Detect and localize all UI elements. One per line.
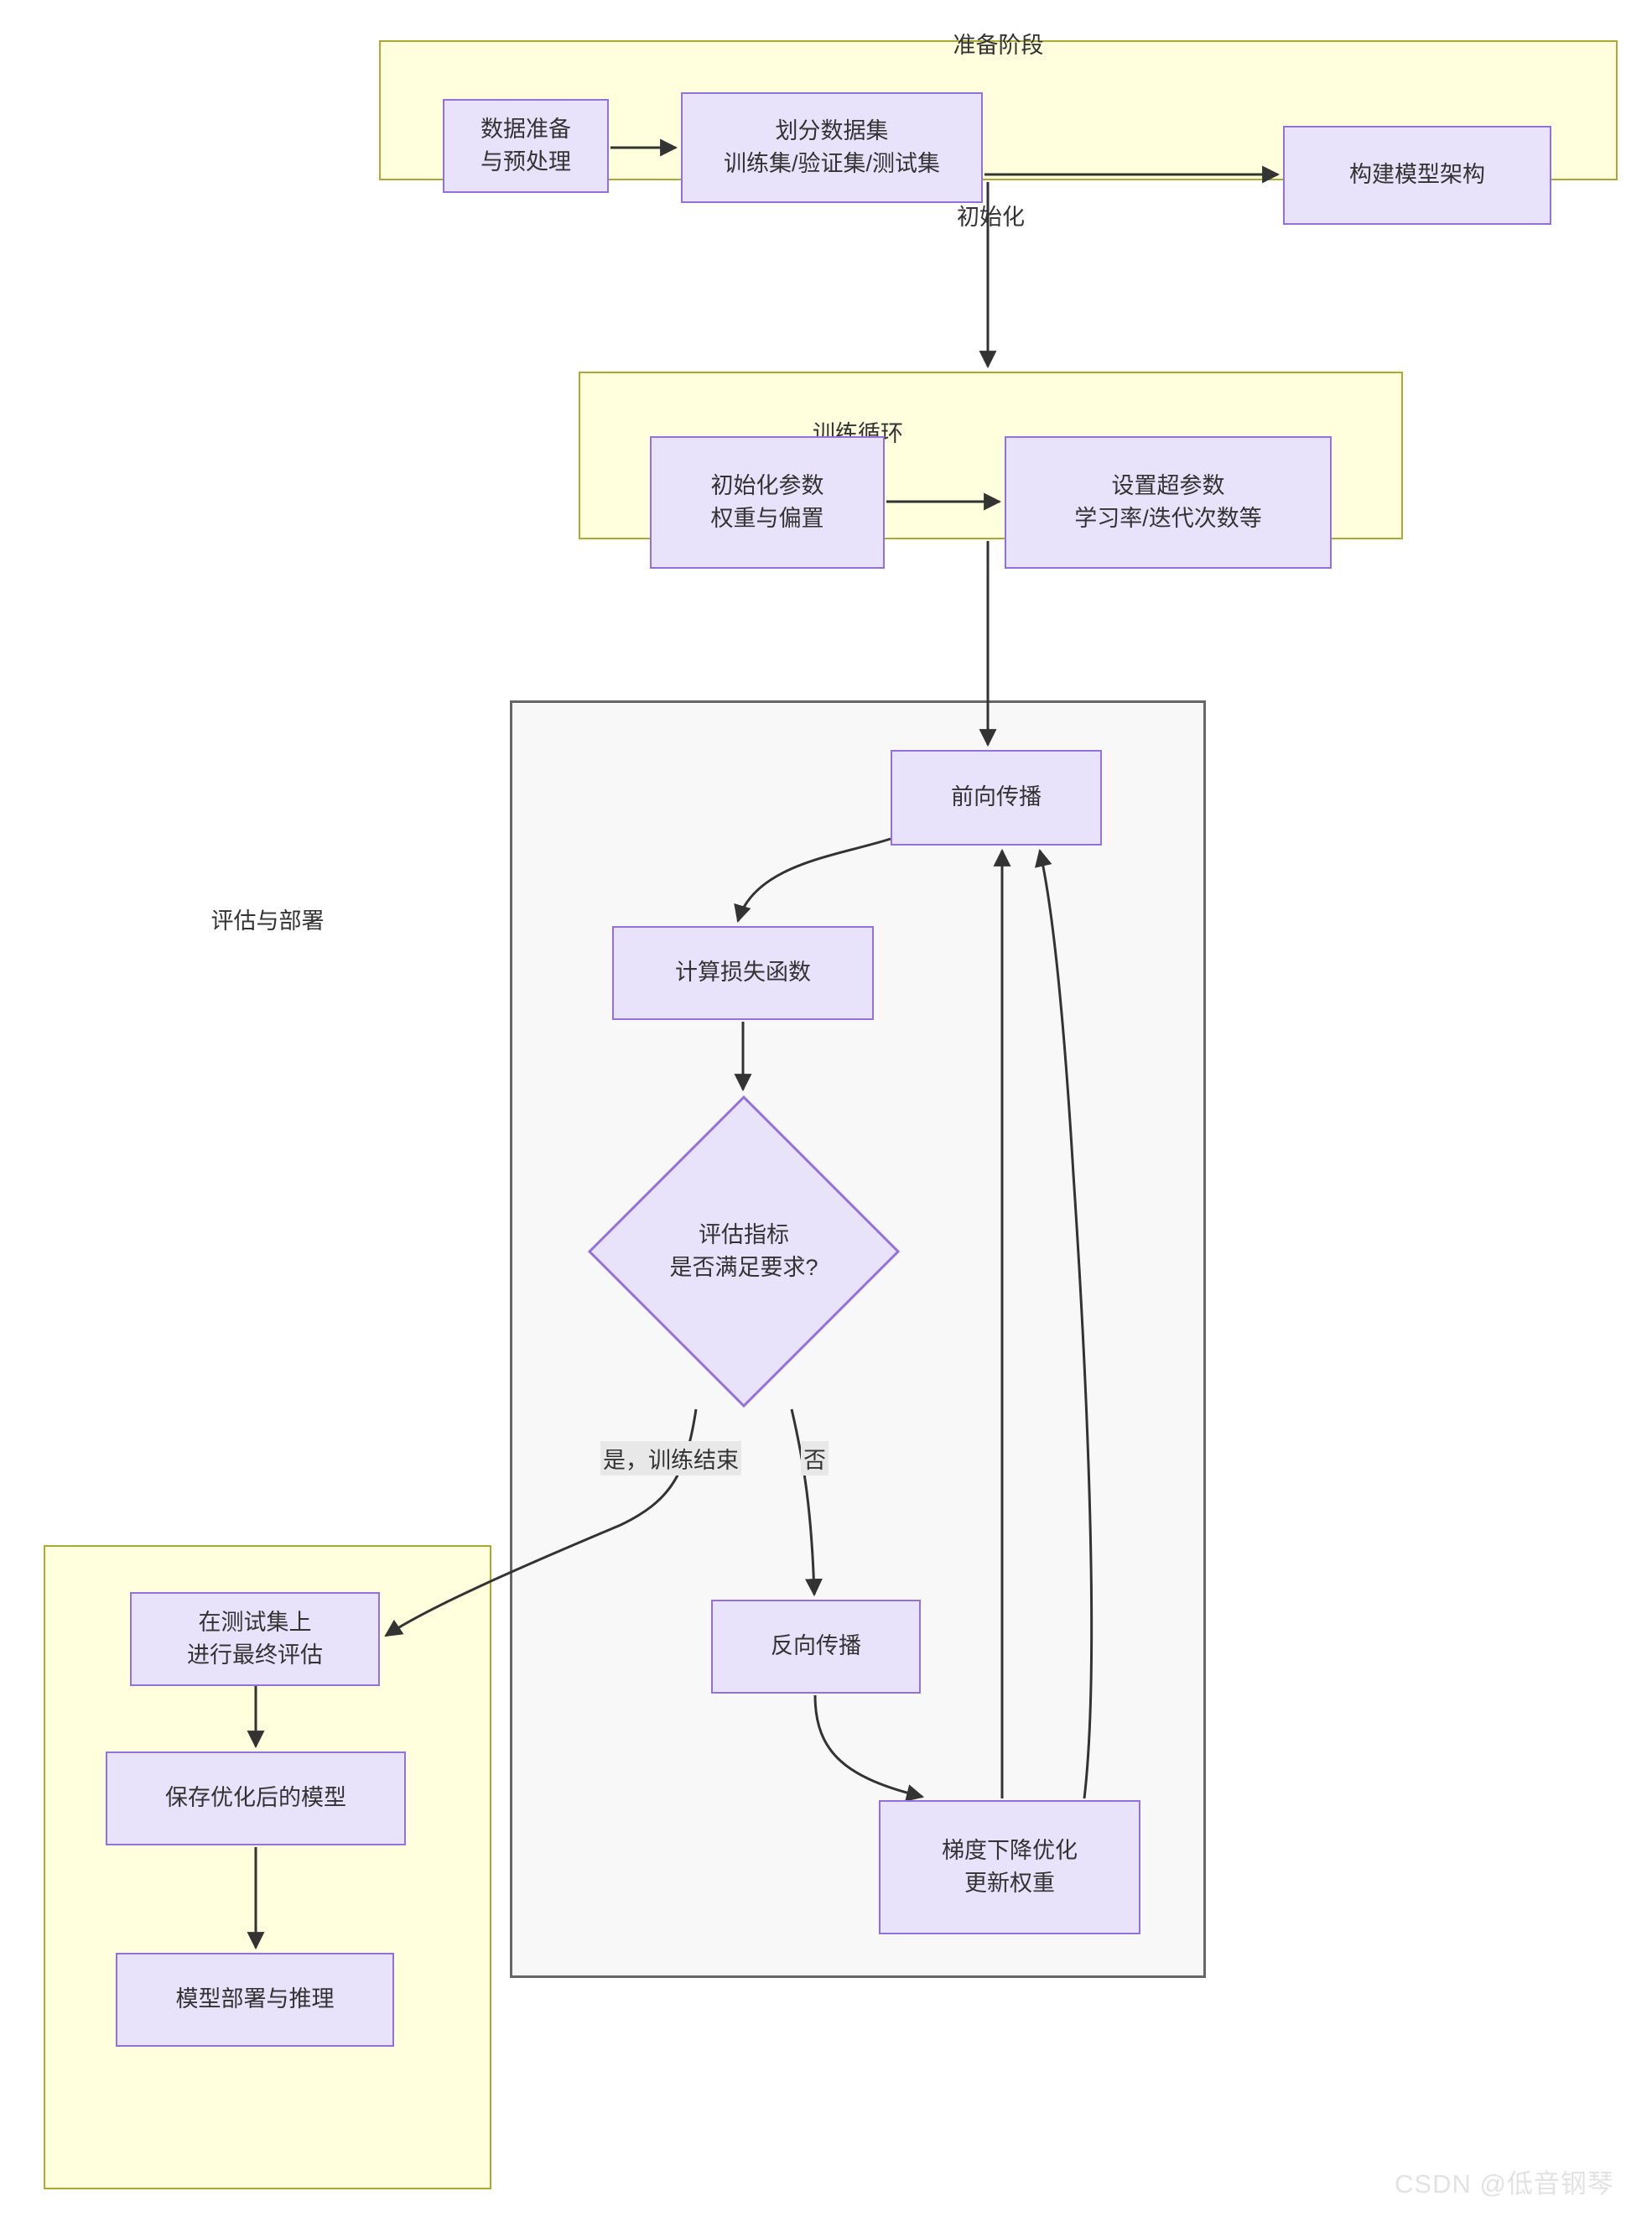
node-compute-loss[interactable]: 计算损失函数 [612,926,874,1020]
node-line: 模型部署与推理 [175,1986,335,2012]
node-build-model-architecture[interactable]: 构建模型架构 [1283,126,1551,225]
node-line: 评估指标 [699,1221,789,1247]
node-line: 划分数据集 [775,117,889,143]
node-set-hyperparameters[interactable]: 设置超参数 学习率/迭代次数等 [1005,436,1332,569]
node-line: 训练集/验证集/测试集 [723,151,940,176]
edge-graddesc-to-forward-b [1034,848,1094,1799]
node-backward-propagation[interactable]: 反向传播 [711,1600,921,1694]
node-gradient-descent[interactable]: 梯度下降优化 更新权重 [879,1800,1140,1934]
edge-decision-to-backward [790,1408,823,1597]
node-line: 权重与偏置 [710,506,824,531]
edge-forward-to-loss [734,837,891,924]
edge-label-yes: 是，训练结束 [600,1441,741,1476]
node-data-preparation[interactable]: 数据准备 与预处理 [443,99,609,193]
node-deploy-inference[interactable]: 模型部署与推理 [116,1953,394,2047]
edge-label-no: 否 [801,1441,829,1476]
node-line: 保存优化后的模型 [165,1785,346,1811]
node-line: 前向传播 [951,784,1042,810]
edge-backward-to-graddesc [813,1694,925,1802]
node-line: 更新权重 [964,1871,1055,1896]
node-evaluation-decision[interactable]: 评估指标 是否满足要求? [587,1095,901,1408]
diamond-shape [587,1095,901,1408]
node-line: 在测试集上 [198,1609,312,1635]
node-line: 梯度下降优化 [942,1837,1078,1863]
cluster-prep-title: 准备阶段 [953,33,1044,58]
node-line: 反向传播 [771,1633,861,1659]
node-line: 设置超参数 [1111,472,1225,498]
node-line: 初始化参数 [710,472,824,498]
node-forward-propagation[interactable]: 前向传播 [891,750,1102,846]
node-line: 是否满足要求? [669,1255,818,1280]
node-line: 进行最终评估 [187,1642,323,1668]
node-line: 学习率/迭代次数等 [1074,506,1262,531]
node-init-parameters[interactable]: 初始化参数 权重与偏置 [650,436,885,569]
node-final-evaluation[interactable]: 在测试集上 进行最终评估 [130,1592,380,1686]
node-line: 计算损失函数 [675,960,811,986]
node-save-model[interactable]: 保存优化后的模型 [106,1751,406,1845]
node-line: 数据准备 [481,116,571,142]
cluster-eval-deploy-title: 评估与部署 [210,908,325,934]
node-line: 与预处理 [481,149,571,174]
cluster-init-title: 初始化 [957,205,1025,230]
watermark: CSDN @低音钢琴 [1395,2169,1614,2199]
node-line: 构建模型架构 [1349,162,1485,188]
node-split-dataset[interactable]: 划分数据集 训练集/验证集/测试集 [681,92,983,203]
cluster-training-loop [510,700,1206,1978]
